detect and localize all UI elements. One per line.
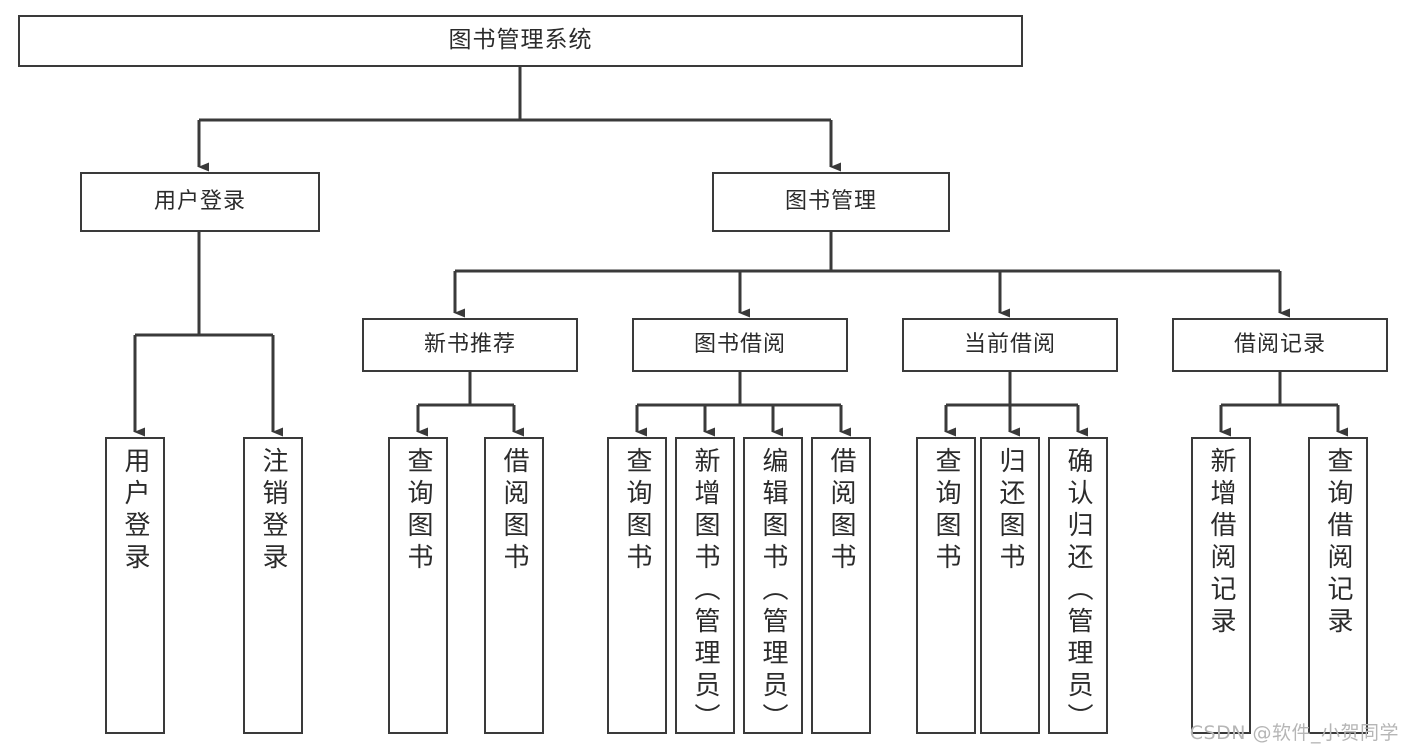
node-label: 借阅图书	[826, 447, 856, 575]
node-current-borrow[interactable]: 当前借阅	[902, 318, 1118, 372]
leaf-recommend-query-book[interactable]: 查询图书	[388, 437, 448, 734]
node-label: 当前借阅	[963, 331, 1056, 357]
node-label: 确认归还（管理员）	[1063, 447, 1093, 735]
leaf-current-return-book[interactable]: 归还图书	[980, 437, 1040, 734]
leaf-user-login-login[interactable]: 用户登录	[105, 437, 165, 734]
watermark-text: CSDN @软件_小贺同学	[1189, 722, 1399, 744]
node-label: 查询图书	[622, 447, 652, 575]
leaf-borrow-query-book[interactable]: 查询图书	[607, 437, 667, 734]
leaf-current-query-book[interactable]: 查询图书	[916, 437, 976, 734]
leaf-borrow-edit-book-admin[interactable]: 编辑图书（管理员）	[743, 437, 803, 735]
node-book-management[interactable]: 图书管理	[712, 172, 950, 232]
leaf-record-query-record[interactable]: 查询借阅记录	[1308, 437, 1368, 734]
node-label: 图书管理系统	[448, 27, 593, 54]
node-label: 新增图书（管理员）	[690, 447, 720, 735]
node-label: 用户登录	[120, 447, 150, 575]
leaf-current-confirm-return-admin[interactable]: 确认归还（管理员）	[1048, 437, 1108, 735]
node-label: 图书管理	[784, 188, 877, 214]
leaf-recommend-borrow-book[interactable]: 借阅图书	[484, 437, 544, 734]
node-label: 查询借阅记录	[1323, 447, 1353, 639]
node-label: 图书借阅	[693, 331, 786, 357]
node-label: 注销登录	[258, 447, 288, 575]
node-label: 新增借阅记录	[1206, 447, 1236, 639]
node-label: 用户登录	[153, 188, 246, 214]
node-label: 借阅记录	[1233, 331, 1326, 357]
node-borrow-record[interactable]: 借阅记录	[1172, 318, 1388, 372]
node-new-book-recommend[interactable]: 新书推荐	[362, 318, 578, 372]
node-book-borrow[interactable]: 图书借阅	[632, 318, 848, 372]
node-user-login[interactable]: 用户登录	[80, 172, 320, 232]
leaf-user-login-logout[interactable]: 注销登录	[243, 437, 303, 734]
node-label: 查询图书	[931, 447, 961, 575]
leaf-borrow-borrow-book[interactable]: 借阅图书	[811, 437, 871, 734]
node-label: 查询图书	[403, 447, 433, 575]
node-label: 归还图书	[995, 447, 1025, 575]
node-label: 借阅图书	[499, 447, 529, 575]
node-label: 编辑图书（管理员）	[758, 447, 788, 735]
node-root-system[interactable]: 图书管理系统	[18, 15, 1023, 67]
leaf-borrow-add-book-admin[interactable]: 新增图书（管理员）	[675, 437, 735, 735]
leaf-record-add-record[interactable]: 新增借阅记录	[1191, 437, 1251, 734]
node-label: 新书推荐	[423, 331, 516, 357]
